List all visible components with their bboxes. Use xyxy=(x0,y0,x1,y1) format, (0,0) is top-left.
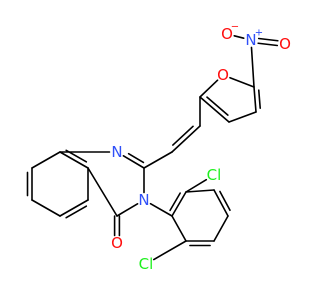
bond-Cp6-Cp1 xyxy=(171,215,187,242)
atom-label-On2: O xyxy=(279,35,291,53)
atom-N3: N xyxy=(138,191,149,209)
bond-Cp4-Cp5 xyxy=(213,215,229,242)
atom-label-Cl1: Cl xyxy=(207,166,222,184)
atom-On2: O xyxy=(279,35,291,53)
bond-Cf4-Cf3 xyxy=(228,111,257,123)
atom-O4: O xyxy=(111,234,123,252)
bond-Cp2-Cp3 xyxy=(185,189,215,193)
bond-Cf5-Cf4-a xyxy=(253,86,257,113)
atom-Cl2: Cl xyxy=(139,255,154,273)
bond-N3-Cp1 xyxy=(149,202,173,217)
bond-Cf2-Of xyxy=(199,79,219,98)
bond-C4a-C8a-a xyxy=(59,151,89,169)
charge-On1: − xyxy=(231,22,239,33)
atom-label-N1: N xyxy=(111,143,122,161)
atom-N1: N xyxy=(111,143,122,161)
bond-Cp1-Cp2-b xyxy=(169,192,181,212)
atom-Nn: N+ xyxy=(245,28,263,50)
atom-label-O4: O xyxy=(111,234,123,252)
bond-Cp2-Cl1 xyxy=(185,178,208,193)
bond-Nn-On2-b xyxy=(257,37,279,42)
bond-Cp3-Cp4-a xyxy=(213,189,229,217)
bond-C2-C3 xyxy=(31,199,61,217)
bond-Ca-Cb-b xyxy=(172,125,194,146)
bond-C3-C4-a xyxy=(59,199,89,217)
bond-Cq2-Ca xyxy=(143,151,173,169)
atom-label-Cl2: Cl xyxy=(139,255,154,273)
bond-Cf5-Nn xyxy=(250,46,255,88)
bond-Cp1-Cp2-a xyxy=(171,191,187,217)
bond-Cf3-Cf2-a xyxy=(199,96,230,123)
bond-Nn-On1 xyxy=(233,35,245,39)
atom-Cl1: Cl xyxy=(207,166,222,184)
bond-Ca-Cb-a xyxy=(171,125,201,153)
bond-C3-C4-b xyxy=(65,205,88,219)
atom-label-On1: O xyxy=(221,25,233,43)
bond-N1-Cq2-a xyxy=(122,155,145,169)
atom-label-N3: N xyxy=(138,191,149,209)
bond-C8a-C1 xyxy=(31,151,61,169)
atom-On1: O− xyxy=(221,22,239,44)
bond-layer xyxy=(26,35,279,261)
atom-Of: O xyxy=(217,66,229,84)
bond-Nn-On2-a xyxy=(257,42,279,47)
bond-N3-Cq4 xyxy=(116,203,139,217)
bond-Cp3-Cp4-b xyxy=(219,190,231,212)
atom-label-Nn: N xyxy=(245,31,256,49)
bond-Cq4-C4a xyxy=(87,167,118,217)
bond-N1-Cq2-b xyxy=(127,152,145,164)
bond-Of-Cf5 xyxy=(229,76,255,88)
bond-Cf5-Cf4-b xyxy=(257,89,262,109)
atom-label-Of: O xyxy=(217,66,229,84)
bond-Cp6-Cl2 xyxy=(153,240,187,261)
charge-Nn: + xyxy=(255,28,263,39)
bond-Cf3-Cf2-b xyxy=(206,96,229,116)
